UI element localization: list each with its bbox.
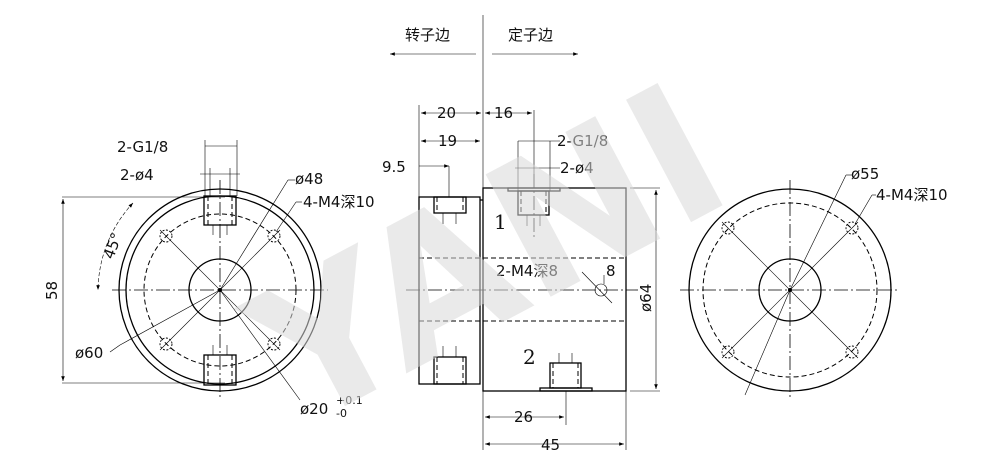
dim-20: 20 bbox=[437, 104, 456, 122]
dim-26: 26 bbox=[514, 408, 533, 426]
angle-label: 45° bbox=[100, 230, 126, 261]
side-port-thread-label: 2-G1/8 bbox=[557, 132, 608, 150]
height-58-label: 58 bbox=[43, 281, 61, 300]
dim-45: 45 bbox=[541, 436, 560, 454]
outer-dia-64: ø64 bbox=[637, 284, 655, 312]
side-view bbox=[406, 105, 660, 450]
right-end-view bbox=[680, 174, 900, 400]
dim-16: 16 bbox=[494, 104, 513, 122]
rotor-side-label: 转子边 bbox=[405, 26, 450, 44]
port-1-label: 1 bbox=[494, 210, 507, 234]
outer-dia-label: ø60 bbox=[75, 344, 103, 362]
bore-tol-lower: -0 bbox=[336, 407, 347, 420]
left-port-thread-label: 2-G1/8 bbox=[117, 138, 168, 156]
left-port-hole-label: 2-ø4 bbox=[120, 166, 154, 184]
left-mount-thread-label: 4-M4深10 bbox=[303, 193, 375, 211]
right-mount-thread-label: 4-M4深10 bbox=[876, 186, 948, 204]
bore-label: ø20 bbox=[300, 400, 328, 418]
port-2-label: 2 bbox=[523, 345, 536, 369]
left-end-view bbox=[61, 140, 328, 401]
stator-side-label: 定子边 bbox=[508, 26, 553, 44]
dim-9-5: 9.5 bbox=[382, 158, 406, 176]
bore-tol-upper: +0.1 bbox=[336, 394, 363, 407]
right-bolt-circle-label: ø55 bbox=[851, 165, 879, 183]
left-bolt-circle-label: ø48 bbox=[295, 170, 323, 188]
dim-8: 8 bbox=[606, 262, 616, 280]
side-port-hole-label: 2-ø4 bbox=[560, 159, 594, 177]
side-thread-label: 2-M4深8 bbox=[496, 262, 558, 280]
watermark: YANI bbox=[216, 42, 760, 463]
dim-19: 19 bbox=[438, 132, 457, 150]
